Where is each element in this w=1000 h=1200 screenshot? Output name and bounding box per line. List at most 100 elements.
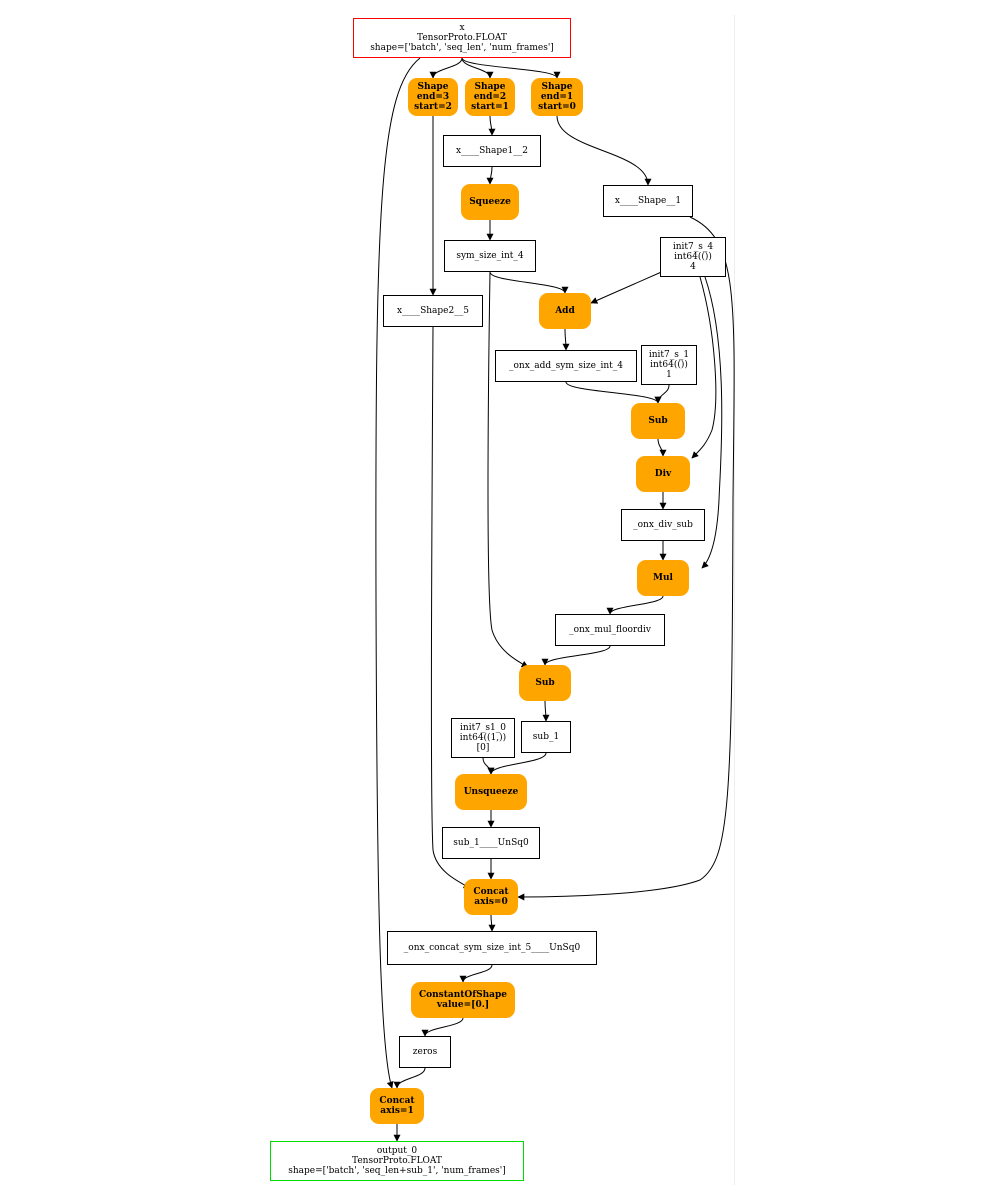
node-div[interactable]: Div — [636, 456, 690, 492]
node-label-line: Concat — [379, 1096, 415, 1106]
node-label-line: Div — [654, 469, 672, 479]
node-label-line: _onx_concat_sym_size_int_5____UnSq0 — [403, 943, 581, 953]
node-label-line: sym_size_int_4 — [456, 251, 524, 261]
node-x-shape1-2[interactable]: x____Shape1__2 — [443, 135, 541, 167]
node-label-line: TensorProto.FLOAT — [352, 1156, 442, 1166]
node-onx-mul-floordiv[interactable]: _onx_mul_floordiv — [555, 614, 665, 646]
edge-zeros-to-concat1 — [393, 1067, 426, 1089]
edge-init7_s_4-to-add — [590, 269, 667, 304]
node-label-line: zeros — [412, 1047, 438, 1057]
node-label-line: Squeeze — [469, 197, 511, 207]
node-label-line: Shape — [541, 82, 573, 92]
node-sym-size-int-4[interactable]: sym_size_int_4 — [444, 240, 536, 272]
edge-concat0-to-onx_concat — [488, 914, 496, 932]
node-label-line: 4 — [690, 262, 696, 272]
node-label-line: init7_s_4 — [672, 242, 714, 252]
edge-x-to-shape_b — [461, 57, 494, 79]
edge-x_shape_1-to-concat0 — [517, 216, 735, 901]
node-label-line: end=3 — [416, 92, 450, 102]
node-label-line: start=1 — [471, 102, 509, 112]
node-label-line: end=2 — [473, 92, 507, 102]
edge-init7_s_4-to-div — [691, 276, 717, 459]
edge-x-to-shape_c — [461, 57, 561, 79]
node-label-line: shape=['batch', 'seq_len+sub_1', 'num_fr… — [288, 1166, 506, 1176]
edge-sub1-to-div — [657, 438, 667, 457]
edge-x-to-shape_a — [429, 57, 463, 79]
node-label-line: axis=0 — [474, 897, 508, 907]
edge-onx_concat-to-cos — [459, 964, 493, 983]
node-label-line: Sub — [648, 416, 668, 426]
node-label-line: x____Shape__1 — [614, 196, 682, 206]
edge-cos-to-zeros — [421, 1017, 464, 1037]
node-mul[interactable]: Mul — [637, 560, 689, 596]
node-label-line: Unsqueeze — [463, 787, 519, 797]
node-label-line: shape=['batch', 'seq_len', 'num_frames'] — [370, 43, 554, 53]
node-label-line: start=2 — [414, 102, 452, 112]
edge-sym_size_int_4-to-sub2 — [487, 271, 529, 668]
node-label-line: int64((1,)) — [459, 733, 507, 743]
node-label-line: Mul — [653, 573, 673, 583]
node-label-line: TensorProto.FLOAT — [417, 33, 507, 43]
edge-shape_c-to-x_shape_1 — [556, 115, 652, 186]
node-label-line: Concat — [473, 887, 509, 897]
node-x-shape2-5[interactable]: x____Shape2__5 — [383, 295, 483, 327]
node-label-line: Shape — [417, 82, 449, 92]
node-label-line: int64(()) — [650, 360, 688, 370]
node-label-line: Add — [555, 306, 575, 316]
node-sub-1-unsq0[interactable]: sub_1____UnSq0 — [442, 827, 540, 859]
edge-mul-to-onx_mul — [606, 595, 664, 615]
node-onx-div-sub[interactable]: _onx_div_sub — [621, 509, 705, 541]
node-sub-1[interactable]: Sub — [631, 403, 685, 439]
node-label-line: 1 — [666, 370, 672, 380]
node-onx-add[interactable]: _onx_add_sym_size_int_4 — [495, 350, 637, 382]
node-label-line: _onx_add_sym_size_int_4 — [509, 361, 623, 371]
node-label-line: sub_1 — [532, 732, 560, 742]
node-sub-2[interactable]: Sub — [519, 665, 571, 701]
node-add[interactable]: Add — [539, 293, 591, 329]
edge-sub_1-to-unsqueeze — [487, 752, 547, 775]
edge-onx_add-to-sub1 — [565, 381, 662, 404]
node-label-line: value=[0.] — [436, 1000, 490, 1010]
edge-shape_b-to-x_shape1_2 — [488, 115, 496, 136]
node-label-line: x — [459, 23, 465, 33]
node-label-line: axis=1 — [380, 1106, 414, 1116]
node-unsqueeze[interactable]: Unsqueeze — [455, 774, 527, 810]
edge-sub2-to-sub_1 — [542, 700, 550, 722]
node-label-line: _onx_mul_floordiv — [569, 625, 651, 635]
node-label-line: Sub — [535, 678, 555, 688]
edge-init7_s_4-to-mul — [701, 276, 723, 569]
node-label-line: start=0 — [538, 102, 576, 112]
node-onx-concat[interactable]: _onx_concat_sym_size_int_5____UnSq0 — [387, 931, 597, 965]
node-sub-1-value[interactable]: sub_1 — [521, 721, 571, 753]
canvas-edge-divider — [734, 15, 735, 1185]
edge-init7_s1_0-to-unsqueeze — [482, 757, 495, 775]
edge-init7_s_1-to-sub1 — [654, 384, 670, 404]
edge-x_shape2_5-to-concat0 — [430, 326, 471, 889]
node-label-line: init7_s_1 — [648, 350, 690, 360]
edge-x_shape1_2-to-squeeze — [486, 166, 494, 185]
node-zeros[interactable]: zeros — [399, 1036, 451, 1068]
node-label-line: end=1 — [540, 92, 574, 102]
node-label-line: init7_s1_0 — [460, 723, 506, 733]
node-squeeze[interactable]: Squeeze — [461, 184, 519, 220]
node-label-line: x____Shape2__5 — [397, 306, 469, 316]
node-label-line: _onx_div_sub — [633, 520, 693, 530]
node-label-line: output_0 — [376, 1146, 418, 1156]
node-label-line: ConstantOfShape — [418, 990, 508, 1000]
edge-sym_size_int_4-to-add — [489, 271, 569, 294]
node-x-shape-1[interactable]: x____Shape__1 — [603, 185, 693, 217]
edge-add-to-onx_add — [562, 328, 570, 351]
